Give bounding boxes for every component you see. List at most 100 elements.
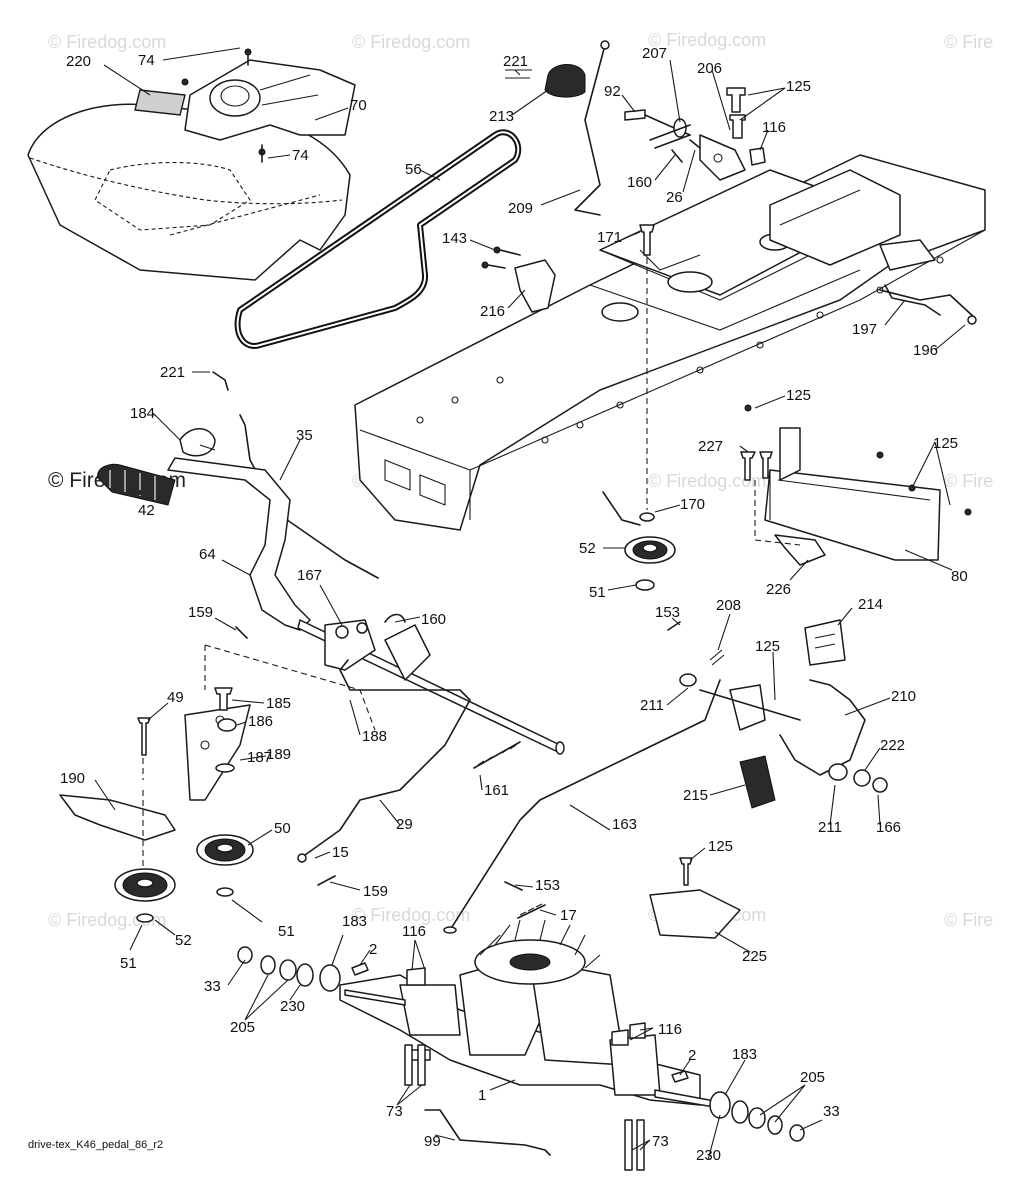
label-33-left: 33: [204, 978, 221, 995]
bolt-171: [639, 224, 655, 510]
label-226: 226: [766, 581, 791, 598]
label-52-left: 52: [175, 932, 192, 949]
watermark-mid-right: © Firedog.com: [648, 471, 766, 491]
label-166: 166: [876, 819, 901, 836]
left-axle-hardware: [237, 946, 369, 992]
label-222: 222: [880, 737, 905, 754]
label-220: 220: [66, 53, 91, 70]
label-143: 143: [442, 230, 467, 247]
watermark-low-left: © Firedog.com: [48, 910, 166, 930]
label-205-right: 205: [800, 1069, 825, 1086]
label-221-left: 221: [160, 364, 185, 381]
label-189: 189: [266, 746, 291, 763]
label-125-pedal: 125: [755, 638, 780, 655]
rods-188-29: [297, 659, 521, 863]
label-184: 184: [130, 405, 155, 422]
label-171: 171: [597, 229, 622, 246]
label-116-top: 116: [762, 119, 786, 136]
label-170: 170: [680, 496, 705, 513]
label-74-top: 74: [138, 52, 155, 69]
watermarks: © Firedog.com © Firedog.com © Firedog.co…: [48, 30, 993, 930]
watermark-mid-edge: © Fire: [944, 471, 993, 491]
label-74-mid: 74: [292, 147, 309, 164]
label-92: 92: [604, 83, 621, 100]
right-axle-hardware: [671, 1070, 805, 1142]
handle-grip: [97, 371, 229, 506]
label-159-bottom: 159: [363, 883, 388, 900]
label-211-top: 211: [640, 697, 664, 714]
lever-64: [167, 457, 565, 755]
label-190: 190: [60, 770, 85, 787]
rod-197: [884, 284, 977, 325]
label-15: 15: [332, 844, 349, 861]
label-80: 80: [951, 568, 968, 585]
label-186: 186: [248, 713, 273, 730]
bracket-216: [481, 246, 556, 313]
chassis-frame: [354, 154, 986, 531]
bracket-225: [649, 857, 741, 939]
part-labels: 74 220 70 74 221 213 207 206 125 92 116 …: [60, 45, 968, 1164]
label-35: 35: [296, 427, 313, 444]
label-50: 50: [274, 820, 291, 837]
label-215: 215: [683, 787, 708, 804]
label-70: 70: [350, 97, 367, 114]
label-188: 188: [362, 728, 387, 745]
label-125-shield-top: 125: [786, 387, 811, 404]
label-211-bottom: 211: [818, 819, 842, 836]
label-153-low: 153: [535, 877, 560, 894]
label-206: 206: [697, 60, 722, 77]
shift-rod: [574, 40, 610, 216]
diagram-caption: drive-tex_K46_pedal_86_r2: [28, 1139, 163, 1151]
label-167: 167: [297, 567, 322, 584]
label-42: 42: [138, 502, 155, 519]
label-64: 64: [199, 546, 216, 563]
label-49: 49: [167, 689, 184, 706]
shield-80: [740, 404, 972, 566]
pedal-bracket-parts: [624, 87, 766, 181]
small-hardware-left: [317, 875, 546, 919]
rod-99: [424, 1109, 551, 1156]
label-209: 209: [508, 200, 533, 217]
label-197: 197: [852, 321, 877, 338]
idler-pulley-assembly: [602, 491, 676, 591]
label-213: 213: [489, 108, 514, 125]
label-161: 161: [484, 782, 509, 799]
label-1: 1: [478, 1087, 486, 1104]
label-183-left: 183: [342, 913, 367, 930]
label-214: 214: [858, 596, 883, 613]
label-125-top: 125: [786, 78, 811, 95]
label-33-right: 33: [823, 1103, 840, 1120]
label-2-left: 2: [369, 941, 377, 958]
shift-knob: [505, 64, 586, 98]
left-pulleys: [114, 834, 254, 923]
label-160-top: 160: [627, 174, 652, 191]
label-216: 216: [480, 303, 505, 320]
drive-belt: [234, 129, 522, 349]
label-225: 225: [742, 948, 767, 965]
label-51-left-lower: 51: [120, 955, 137, 972]
watermark-low-edge: © Fire: [944, 910, 993, 930]
rod-163: [443, 679, 721, 934]
label-196: 196: [913, 342, 938, 359]
label-183-right: 183: [732, 1046, 757, 1063]
label-29: 29: [396, 816, 413, 833]
label-205-left: 205: [230, 1019, 255, 1036]
label-160-mid: 160: [421, 611, 446, 628]
label-230-left: 230: [280, 998, 305, 1015]
label-2-right: 2: [688, 1047, 696, 1064]
label-187: 187: [247, 749, 272, 766]
label-207: 207: [642, 45, 667, 62]
label-26: 26: [666, 189, 683, 206]
leader-lines: [94, 47, 966, 1161]
label-73-left: 73: [386, 1103, 403, 1120]
watermark-top-left: © Firedog.com: [48, 32, 166, 52]
bracket-190: [59, 790, 176, 880]
watermark-top-edge: © Fire: [944, 32, 993, 52]
label-185: 185: [266, 695, 291, 712]
label-116-right: 116: [658, 1021, 682, 1038]
label-52-mid: 52: [579, 540, 596, 557]
label-163: 163: [612, 816, 637, 833]
transaxle: [339, 919, 721, 1171]
label-51-left-upper: 51: [278, 923, 295, 940]
hood-assembly: [27, 48, 356, 281]
